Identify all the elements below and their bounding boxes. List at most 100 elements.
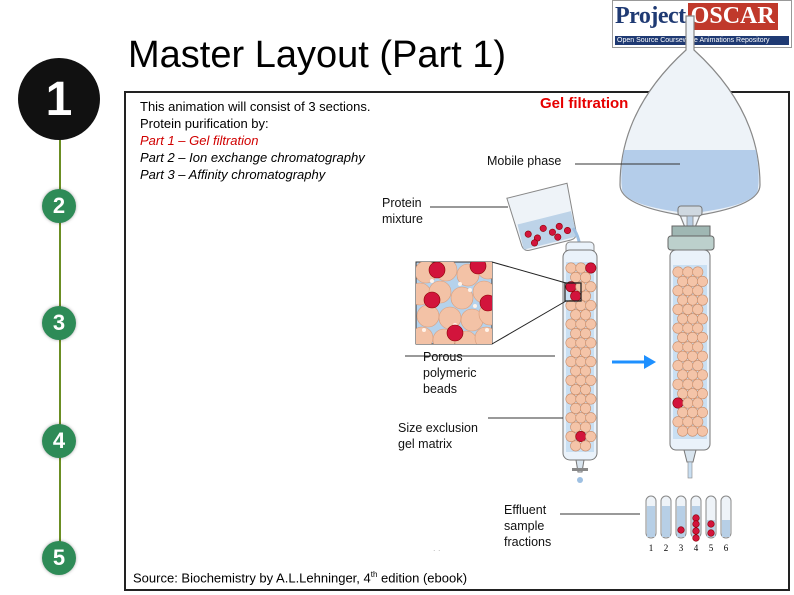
- gel-bead: [570, 328, 582, 340]
- gel-bead: [696, 332, 708, 344]
- gel-bead: [565, 430, 577, 442]
- gel-bead: [672, 266, 684, 278]
- gel-bead: [696, 275, 708, 287]
- gel-bead: [570, 346, 582, 358]
- gel-bead: [692, 303, 704, 315]
- gel-bead: [692, 397, 704, 409]
- effluent-line-2: sample: [504, 519, 545, 533]
- source-suffix: edition (ebook): [377, 570, 468, 586]
- gel-bead: [672, 303, 684, 315]
- gel-bead: [672, 360, 684, 372]
- bead-zoom-inset: [415, 261, 567, 345]
- gel-bead: [585, 393, 597, 405]
- step-4-button[interactable]: 4: [42, 424, 76, 458]
- page-title: Master Layout (Part 1): [128, 34, 507, 76]
- protein-dot: [530, 239, 538, 247]
- gel-bead: [580, 402, 592, 414]
- gel-bead: [682, 360, 694, 372]
- zoom-pore: [468, 288, 472, 292]
- gel-bead: [575, 299, 587, 311]
- step-3-button[interactable]: 3: [42, 306, 76, 340]
- gel-bead: [692, 266, 704, 278]
- gel-bead: [696, 425, 708, 437]
- step-1-button[interactable]: 1: [18, 58, 100, 140]
- protein-dot: [585, 262, 597, 274]
- gel-bead: [672, 341, 684, 353]
- zoom-protein: [423, 291, 441, 309]
- gel-bead: [696, 294, 708, 306]
- gel-bead: [677, 313, 689, 325]
- zoom-bead: [416, 304, 440, 328]
- gel-bead: [692, 416, 704, 428]
- gel-bead: [565, 374, 577, 386]
- zoom-protein: [479, 294, 492, 312]
- gel-bead: [682, 285, 694, 297]
- gel-bead: [575, 393, 587, 405]
- gel-bead: [672, 416, 684, 428]
- gel-bead: [580, 384, 592, 396]
- fraction-tube-liquid: [722, 520, 730, 537]
- gel-bead: [565, 299, 577, 311]
- chromatography-column-right-icon: [667, 225, 715, 479]
- gel-bead: [682, 397, 694, 409]
- zoom-pore: [473, 304, 477, 308]
- gel-bead: [696, 406, 708, 418]
- fraction-tube-liquid: [707, 520, 715, 537]
- gel-bead: [585, 318, 597, 330]
- fraction-tube-liquid: [677, 506, 685, 537]
- gel-bead: [696, 388, 708, 400]
- gel-bead: [570, 365, 582, 377]
- gel-bead: [570, 384, 582, 396]
- gel-bead: [585, 374, 597, 386]
- gel-bead: [565, 318, 577, 330]
- gel-bead: [570, 440, 582, 452]
- protein-dot: [524, 230, 532, 238]
- logo-oscar-text: OSCAR: [687, 3, 778, 30]
- step-5-button[interactable]: 5: [42, 541, 76, 575]
- protein-dot: [692, 514, 700, 522]
- gel-bead: [677, 350, 689, 362]
- process-arrow-icon: [612, 355, 656, 369]
- intro-part-3: Part 3 – Affinity chromatography: [140, 167, 326, 182]
- source-citation: Source: Biochemistry by A.L.Lehninger, 4…: [133, 570, 467, 585]
- tube-number-label: 6: [724, 543, 729, 553]
- zoom-pore: [422, 328, 426, 332]
- intro-line-1: This animation will consist of 3 section…: [140, 99, 371, 114]
- gel-bead: [692, 378, 704, 390]
- zoom-bead: [450, 286, 474, 310]
- gel-bead: [687, 369, 699, 381]
- source-sup: th: [370, 570, 378, 579]
- decorative-dots: . .: [433, 543, 441, 553]
- diagram-title: Gel filtration: [540, 95, 629, 112]
- gel-bead: [682, 322, 694, 334]
- zoom-protein: [446, 324, 464, 342]
- gel-bead: [696, 350, 708, 362]
- tube-number-label: 5: [709, 543, 714, 553]
- logo-project-text: Project: [615, 3, 686, 29]
- protein-dot: [570, 290, 582, 302]
- size-exclusion-label: Size exclusion gel matrix: [398, 420, 478, 452]
- gel-bead: [692, 285, 704, 297]
- fraction-tube-1: 1: [645, 495, 657, 553]
- gel-bead: [692, 360, 704, 372]
- gel-bead: [585, 430, 597, 442]
- zoom-pore: [485, 328, 489, 332]
- gel-bead: [580, 421, 592, 433]
- intro-text: This animation will consist of 3 section…: [140, 98, 370, 183]
- tube-number-label: 4: [694, 543, 699, 553]
- effluent-label: Effluent sample fractions: [504, 502, 551, 550]
- mobile-phase-label: Mobile phase: [487, 154, 562, 168]
- gel-bead: [672, 285, 684, 297]
- gel-bead: [585, 281, 597, 293]
- step-2-button[interactable]: 2: [42, 189, 76, 223]
- project-oscar-logo: Project OSCAR Open Source Courseware Ani…: [612, 0, 792, 48]
- gel-bead: [687, 388, 699, 400]
- protein-dot: [563, 227, 571, 235]
- porous-beads-line-2: polymeric: [423, 366, 477, 380]
- gel-bead: [575, 374, 587, 386]
- gel-bead: [687, 332, 699, 344]
- gel-bead: [580, 328, 592, 340]
- gel-bead: [580, 365, 592, 377]
- gel-bead: [565, 337, 577, 349]
- tube-number-label: 1: [649, 543, 654, 553]
